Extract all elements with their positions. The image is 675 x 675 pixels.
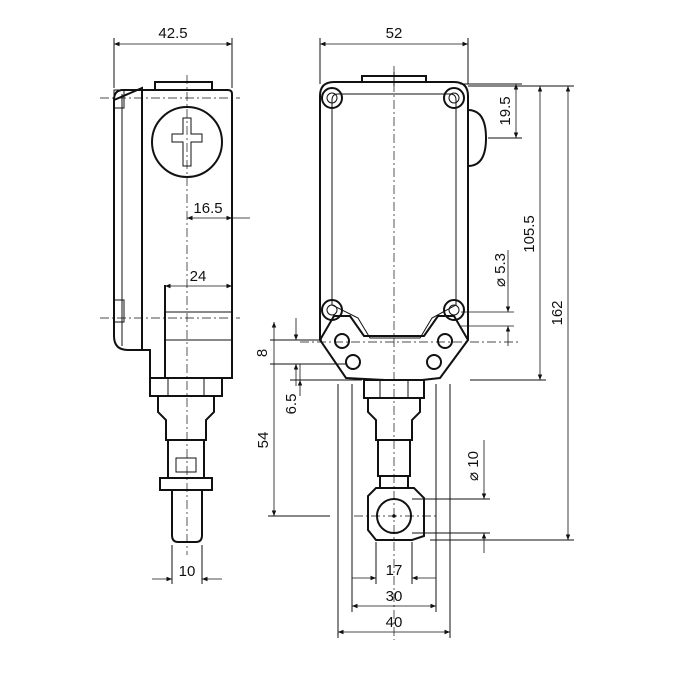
label-neck-width: 24 bbox=[190, 268, 207, 285]
dim-actuator-offset: 19.5 bbox=[460, 83, 522, 139]
dim-neck-width: 24 bbox=[165, 268, 232, 289]
front-roller-lever bbox=[367, 487, 425, 541]
mount-hole-1 bbox=[334, 333, 350, 349]
dim-upper-gap: 8 bbox=[254, 318, 346, 386]
dim-total-height: 162 bbox=[430, 85, 574, 541]
front-view bbox=[319, 72, 488, 541]
front-side-actuator bbox=[467, 109, 488, 167]
label-front-width: 52 bbox=[386, 25, 403, 42]
side-housing bbox=[113, 89, 233, 379]
label-lower-gap: 6.5 bbox=[283, 394, 300, 415]
label-hole-diameter: ⌀ 5.3 bbox=[492, 253, 509, 287]
mount-hole-3 bbox=[437, 333, 453, 349]
label-side-width: 42.5 bbox=[158, 25, 187, 42]
dim-base-inner-width: 30 bbox=[351, 384, 437, 612]
label-base-outer-width: 40 bbox=[386, 614, 403, 631]
label-upper-gap: 8 bbox=[254, 349, 271, 357]
side-top-cap bbox=[154, 81, 213, 90]
dim-front-width: 52 bbox=[319, 25, 469, 84]
dim-lower-gap: 6.5 bbox=[283, 364, 362, 414]
dim-roller-diameter: ⌀ 10 bbox=[412, 440, 490, 553]
screw-top-left bbox=[321, 87, 343, 109]
dim-side-width: 42.5 bbox=[113, 25, 233, 88]
mount-hole-4 bbox=[426, 354, 442, 370]
label-roller-width: 17 bbox=[386, 562, 403, 579]
screw-bottom-right bbox=[443, 299, 465, 321]
label-roller-offset: 16.5 bbox=[193, 200, 222, 217]
label-rod-width: 10 bbox=[179, 563, 196, 580]
front-inner-frame bbox=[331, 93, 457, 339]
dim-screw-pitch: 105.5 bbox=[468, 85, 546, 381]
label-screw-pitch: 105.5 bbox=[521, 215, 538, 253]
dim-base-outer-width: 40 bbox=[337, 384, 451, 638]
dim-lever-length: 54 bbox=[255, 322, 330, 517]
dim-roller-width: 17 bbox=[352, 542, 436, 584]
dim-roller-offset: 16.5 bbox=[187, 200, 250, 221]
side-gland-nut bbox=[149, 377, 223, 397]
label-total-height: 162 bbox=[549, 300, 566, 325]
dim-hole-diameter: ⌀ 5.3 bbox=[461, 250, 514, 346]
side-rotary-slot bbox=[171, 117, 203, 167]
front-plunger bbox=[367, 397, 421, 441]
label-roller-diameter: ⌀ 10 bbox=[465, 451, 482, 481]
front-lower-flange bbox=[319, 315, 469, 341]
screw-top-right bbox=[443, 87, 465, 109]
mount-hole-2 bbox=[345, 354, 361, 370]
screw-bottom-left bbox=[321, 299, 343, 321]
label-lever-length: 54 bbox=[255, 432, 272, 449]
side-plunger bbox=[157, 395, 215, 441]
side-cover bbox=[113, 86, 143, 350]
label-actuator-offset: 19.5 bbox=[497, 96, 514, 125]
front-gland-nut bbox=[363, 379, 425, 399]
dim-rod-width: 10 bbox=[152, 545, 222, 584]
side-view bbox=[113, 81, 233, 543]
side-neck bbox=[164, 285, 233, 378]
label-base-inner-width: 30 bbox=[386, 588, 403, 605]
